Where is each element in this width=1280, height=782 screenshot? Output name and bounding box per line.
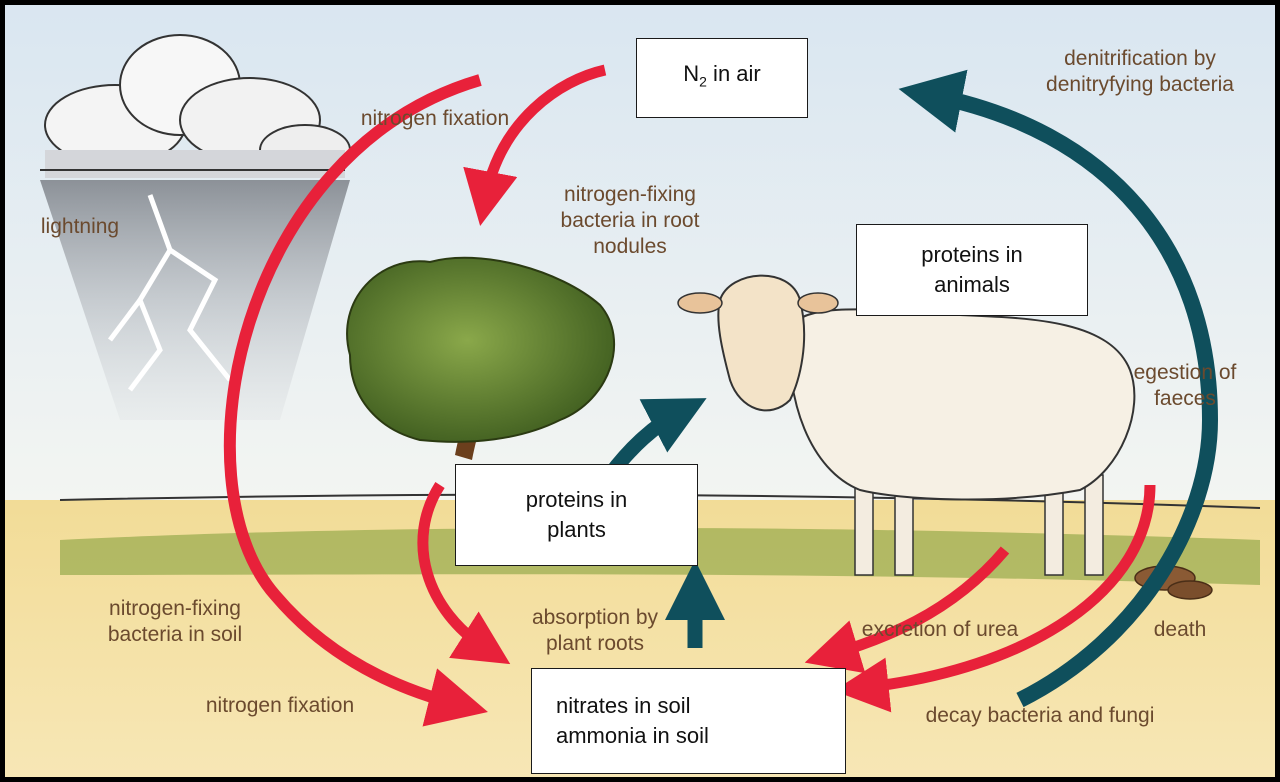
label-nitrogen-fixation-top: nitrogen fixation: [330, 106, 540, 132]
label-lightning: lightning: [25, 214, 135, 240]
label-excretion-of-urea: excretion of urea: [840, 617, 1040, 643]
label-decay: decay bacteria and fungi: [900, 703, 1180, 729]
box-n2-in-air: N2 in air: [636, 38, 808, 118]
label-absorption-by-roots: absorption by plant roots: [510, 605, 680, 657]
box-proteins-in-plants: proteins in plants: [455, 464, 698, 566]
label-nitrogen-fixing-soil: nitrogen-fixing bacteria in soil: [80, 596, 270, 648]
label-denitrification: denitrification by denitryfying bacteria: [1010, 46, 1270, 98]
label-egestion: egestion of faeces: [1110, 360, 1260, 412]
label-death: death: [1130, 617, 1230, 643]
box-nitrates-in-soil: nitrates in soil ammonia in soil: [531, 668, 846, 774]
label-nitrogen-fixation-bottom: nitrogen fixation: [180, 693, 380, 719]
label-nitrogen-fixing-root-nodules: nitrogen-fixing bacteria in root nodules: [530, 182, 730, 260]
box-proteins-in-animals: proteins in animals: [856, 224, 1088, 316]
n2-in-air-text: N2 in air: [683, 59, 760, 96]
